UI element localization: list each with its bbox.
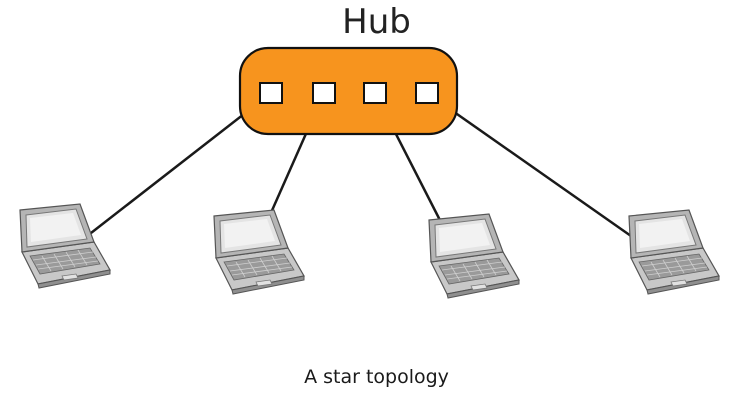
hub-box <box>238 46 459 136</box>
hub-port-4 <box>415 82 439 104</box>
laptop-icon-2 <box>213 209 305 295</box>
cable-4 <box>426 91 632 238</box>
hub-port-3 <box>363 82 387 104</box>
diagram-caption: A star topology <box>304 366 449 388</box>
hub-port-1 <box>259 82 283 104</box>
laptop-icon-1 <box>19 203 111 289</box>
hub-label: Hub <box>342 2 411 42</box>
laptops-layer <box>19 203 720 299</box>
laptop-icon-3 <box>428 213 520 299</box>
cable-1 <box>81 92 272 241</box>
laptop-icon-4 <box>628 209 720 295</box>
hub-ports <box>259 82 439 104</box>
hub-port-2 <box>312 82 336 104</box>
